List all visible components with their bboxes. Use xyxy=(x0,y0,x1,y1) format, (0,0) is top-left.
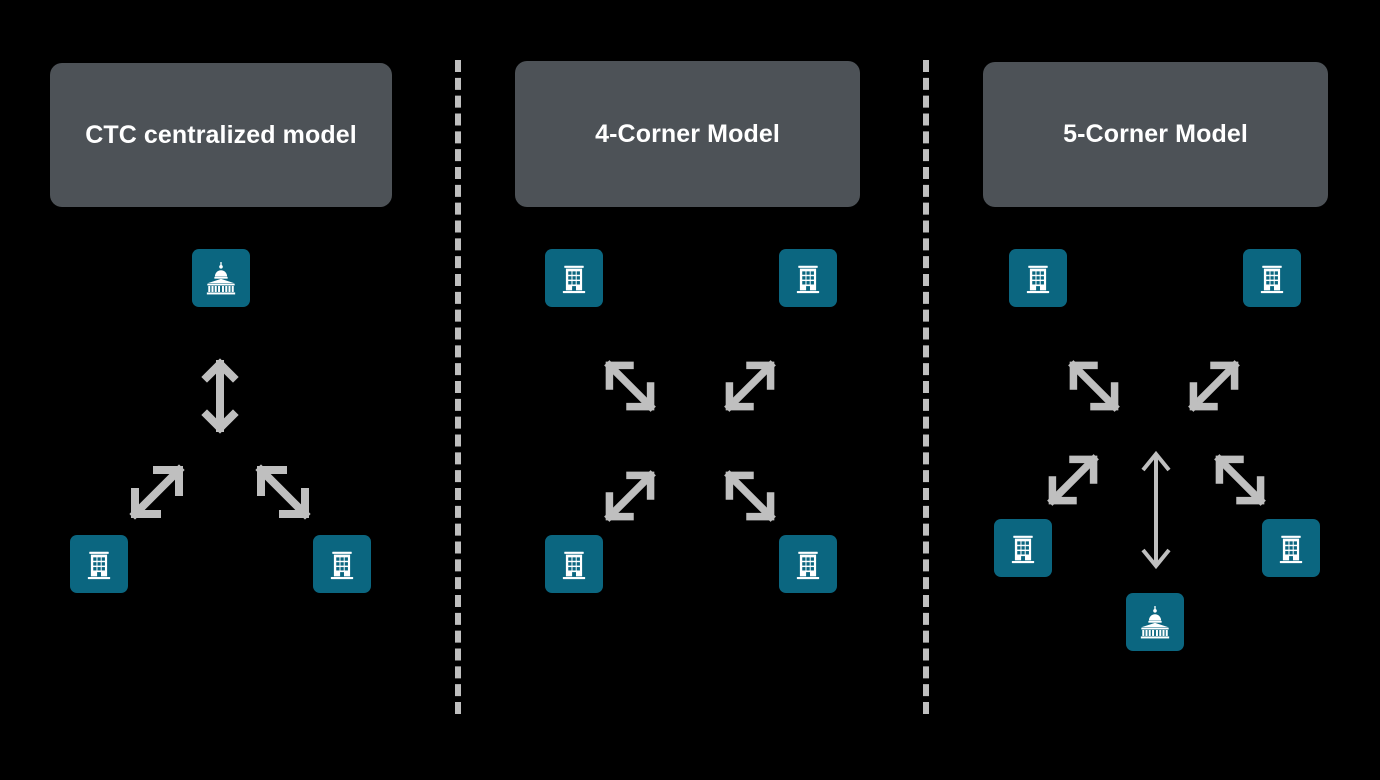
diagonal-bidirectional-arrow-nw-icon xyxy=(1065,357,1123,415)
diagonal-bidirectional-arrow-ne-icon xyxy=(126,461,188,523)
panel-header-four-corner-model: 4-Corner Model xyxy=(515,61,860,207)
diagonal-bidirectional-arrow-ne-icon xyxy=(601,467,659,525)
entity-tile-corner-three xyxy=(1262,519,1320,577)
office-building-icon xyxy=(1273,530,1309,566)
office-building-icon xyxy=(81,546,117,582)
diagonal-bidirectional-arrow-ne-icon xyxy=(1185,357,1243,415)
diagonal-bidirectional-arrow-nw-icon xyxy=(252,461,314,523)
panel-header-ctc-centralized-model: CTC centralized model xyxy=(50,63,392,207)
entity-tile-business-supplier xyxy=(70,535,128,593)
entity-tile-corner-five-government xyxy=(1126,593,1184,651)
panel-divider-2 xyxy=(923,60,929,714)
capitol-building-icon xyxy=(1136,603,1174,641)
entity-tile-corner-one xyxy=(545,249,603,307)
entity-tile-corner-four xyxy=(1243,249,1301,307)
vertical-bidirectional-arrow-icon xyxy=(196,356,244,436)
office-building-icon xyxy=(1005,530,1041,566)
entity-tile-corner-three xyxy=(779,535,837,593)
diagonal-bidirectional-arrow-nw-icon xyxy=(601,357,659,415)
office-building-icon xyxy=(790,260,826,296)
diagonal-bidirectional-arrow-ne-icon xyxy=(1044,451,1102,509)
diagonal-bidirectional-arrow-ne-icon xyxy=(721,357,779,415)
entity-tile-government-authority xyxy=(192,249,250,307)
diagonal-bidirectional-arrow-nw-icon xyxy=(721,467,779,525)
office-building-icon xyxy=(556,260,592,296)
office-building-icon xyxy=(556,546,592,582)
panel-title-four-corner: 4-Corner Model xyxy=(595,119,780,148)
panel-divider-1 xyxy=(455,60,461,714)
entity-tile-corner-two xyxy=(545,535,603,593)
panel-header-five-corner-model: 5-Corner Model xyxy=(983,62,1328,207)
office-building-icon xyxy=(790,546,826,582)
diagonal-bidirectional-arrow-nw-icon xyxy=(1211,451,1269,509)
capitol-building-icon xyxy=(202,259,240,297)
panel-title-five-corner: 5-Corner Model xyxy=(1063,120,1248,149)
entity-tile-corner-one xyxy=(1009,249,1067,307)
entity-tile-business-buyer xyxy=(313,535,371,593)
office-building-icon xyxy=(1254,260,1290,296)
entity-tile-corner-four xyxy=(779,249,837,307)
panel-title-ctc: CTC centralized model xyxy=(85,120,357,149)
vertical-bidirectional-arrow-icon xyxy=(1140,448,1172,572)
office-building-icon xyxy=(324,546,360,582)
office-building-icon xyxy=(1020,260,1056,296)
entity-tile-corner-two xyxy=(994,519,1052,577)
